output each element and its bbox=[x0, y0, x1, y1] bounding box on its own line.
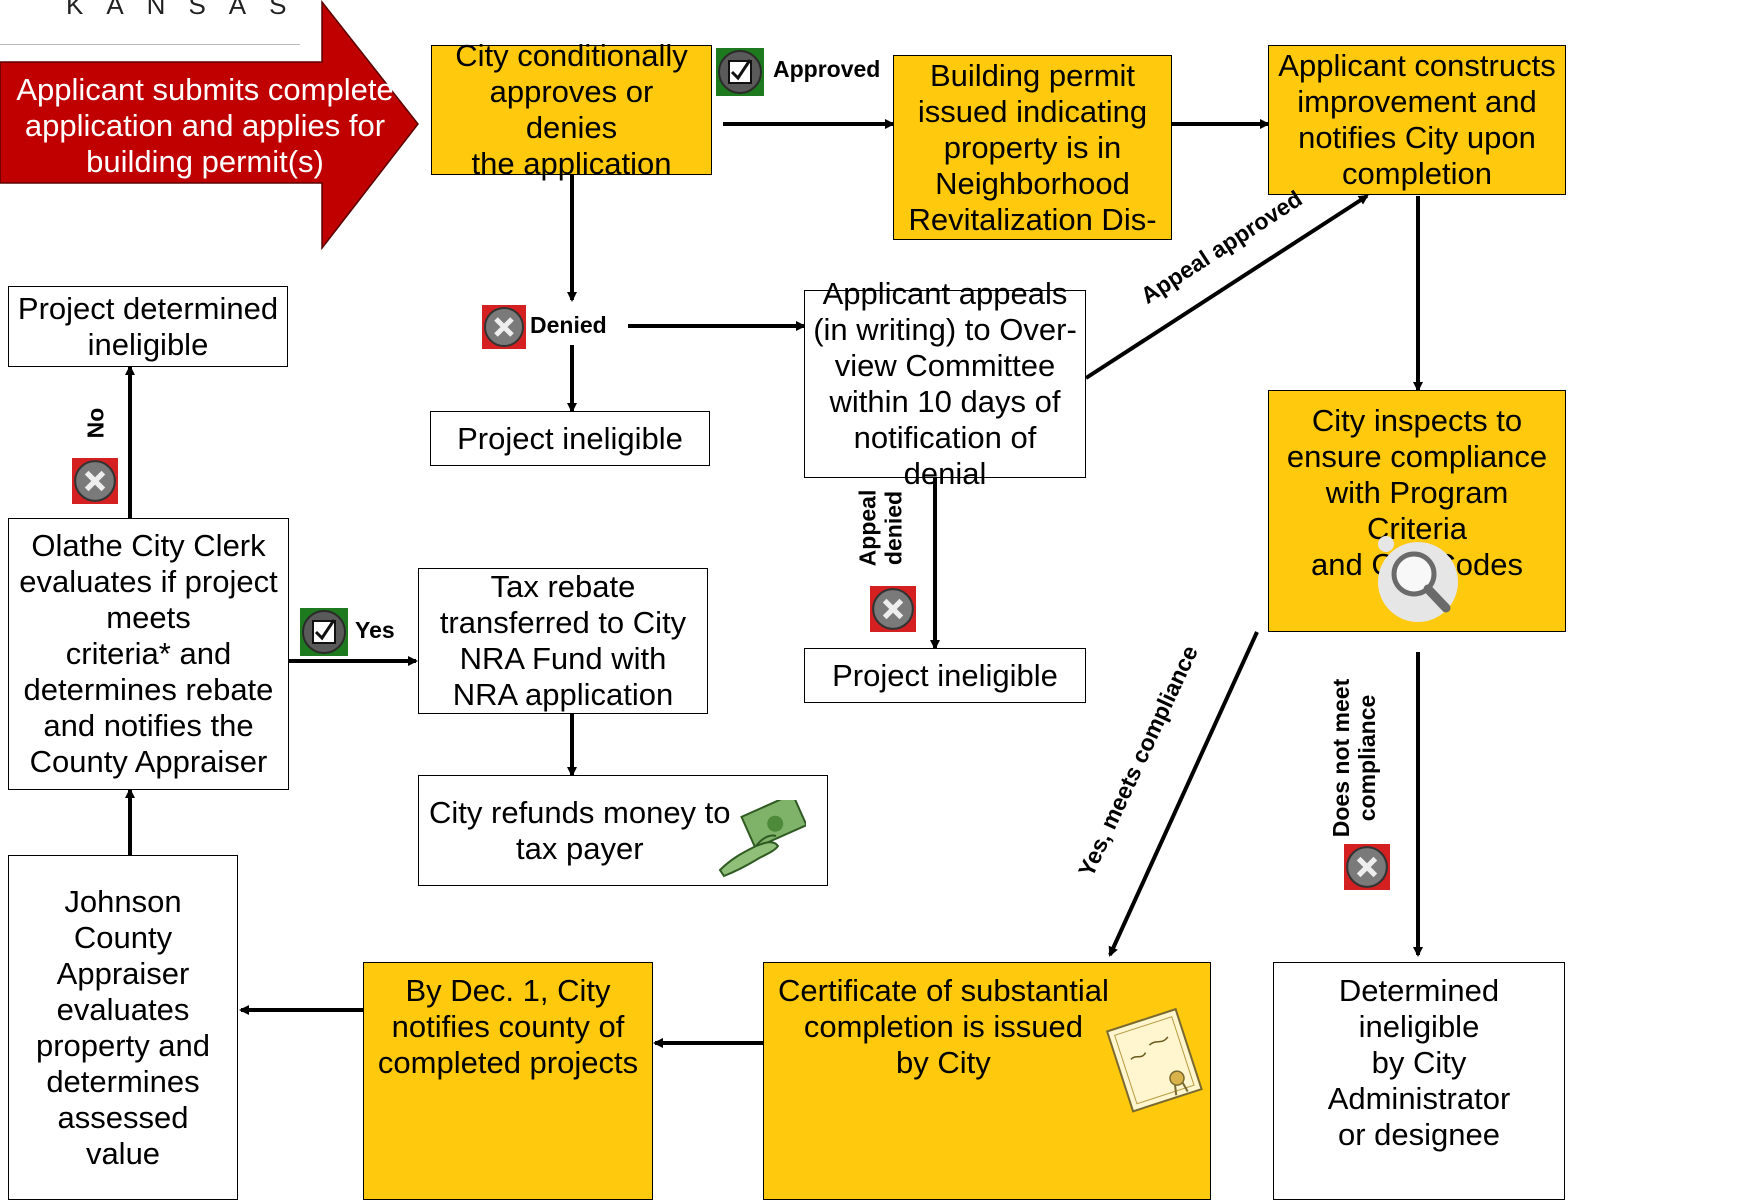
node-project-ineligible-2: Project ineligible bbox=[804, 648, 1086, 703]
certificate-icon bbox=[1105, 1007, 1203, 1113]
node-project-ineligible-1-text: Project ineligible bbox=[457, 420, 683, 456]
check-icon bbox=[716, 48, 764, 96]
node-appeal: Applicant appeals (in writing) to Over- … bbox=[804, 276, 1086, 491]
node-project-ineligible-1: Project ineligible bbox=[430, 411, 710, 466]
node-admin-ineligible-text: Determined ineligible by City Administra… bbox=[1327, 973, 1511, 1152]
check-icon bbox=[300, 608, 348, 656]
label-denied: Denied bbox=[530, 312, 607, 338]
x-icon bbox=[482, 305, 526, 349]
logo-divider bbox=[0, 44, 300, 45]
node-certificate-text: Certificate of substantial completion is… bbox=[778, 973, 1109, 1080]
node-conditional-approval-text: City conditionally approves or denies th… bbox=[455, 38, 688, 181]
node-appraiser-text: Johnson County Appraiser evaluates prope… bbox=[35, 883, 211, 1171]
node-building-permit: Building permit issued indicating proper… bbox=[893, 55, 1172, 240]
node-refunds-text: City refunds money to tax payer bbox=[429, 794, 731, 866]
label-appeal-denied: Appeal denied bbox=[854, 489, 907, 567]
node-notifies-county-text: By Dec. 1, City notifies county of compl… bbox=[377, 973, 639, 1080]
node-appeal-text: Applicant appeals (in writing) to Over- … bbox=[813, 276, 1077, 491]
x-icon bbox=[1344, 844, 1390, 890]
arrow-yes-meets bbox=[1108, 631, 1259, 957]
node-notifies-county: By Dec. 1, City notifies county of compl… bbox=[363, 962, 653, 1200]
node-clerk: Olathe City Clerk evaluates if project m… bbox=[8, 518, 289, 790]
kansas-logo-text: KANSAS bbox=[66, 0, 310, 20]
node-appraiser: Johnson County Appraiser evaluates prope… bbox=[8, 855, 238, 1200]
node-tax-rebate: Tax rebate transferred to City NRA Fund … bbox=[418, 568, 708, 714]
label-approved: Approved bbox=[773, 56, 881, 82]
node-determined-ineligible-text: Project determined ineligible bbox=[17, 290, 279, 362]
node-project-ineligible-2-text: Project ineligible bbox=[832, 657, 1058, 693]
node-clerk-text: Olathe City Clerk evaluates if project m… bbox=[19, 528, 278, 779]
x-icon bbox=[72, 458, 118, 504]
start-arrow-shape bbox=[0, 0, 419, 251]
node-constructs-text: Applicant constructs improvement and not… bbox=[1278, 48, 1556, 191]
node-conditional-approval: City conditionally approves or denies th… bbox=[431, 38, 712, 181]
node-constructs: Applicant constructs improvement and not… bbox=[1268, 45, 1566, 195]
x-icon bbox=[870, 586, 916, 632]
arrow-appeal-approved bbox=[1084, 194, 1369, 380]
node-admin-ineligible: Determined ineligible by City Administra… bbox=[1273, 962, 1565, 1200]
node-inspects-text: City inspects to ensure compliance with … bbox=[1286, 403, 1548, 582]
magnifier-icon bbox=[1378, 536, 1458, 622]
node-building-permit-text: Building permit issued indicating proper… bbox=[908, 57, 1157, 237]
label-does-not-meet: Does not meet compliance bbox=[1328, 678, 1381, 838]
node-tax-rebate-text: Tax rebate transferred to City NRA Fund … bbox=[439, 569, 687, 712]
node-determined-ineligible: Project determined ineligible bbox=[8, 286, 288, 367]
money-hand-icon bbox=[718, 800, 806, 878]
label-yes: Yes bbox=[355, 617, 395, 643]
label-no: No bbox=[82, 407, 109, 439]
start-arrow-label: Applicant submits complete application a… bbox=[16, 72, 394, 179]
